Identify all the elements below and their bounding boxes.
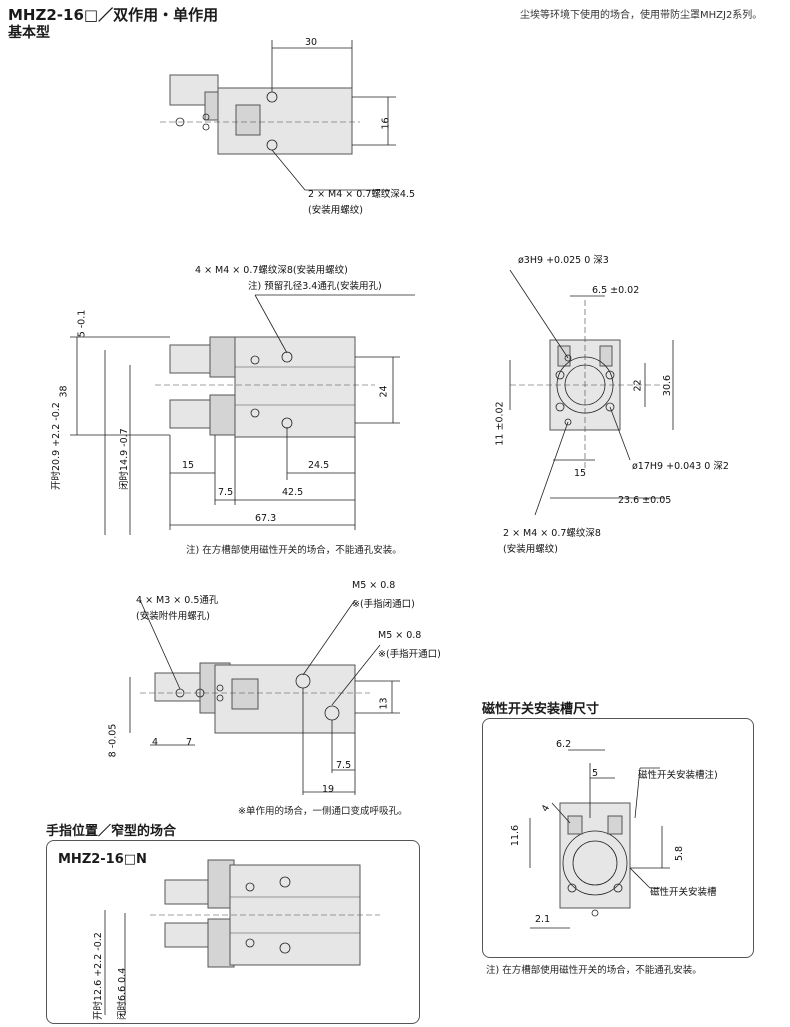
top-view-drawing bbox=[160, 40, 396, 191]
callout-side-2: (安装用螺纹) bbox=[503, 544, 558, 555]
callout-thread: 2 × M4 × 0.7螺纹深4.5 bbox=[308, 189, 416, 200]
dim-2-1: 2.1 bbox=[535, 914, 551, 925]
callout-pin-hole: ø3H9 +0.025 0 深3 bbox=[518, 255, 609, 266]
dim-13: 13 bbox=[378, 697, 390, 710]
finger-view-drawing bbox=[104, 859, 380, 1015]
switch-slot-label-2: 磁性开关安装槽 bbox=[650, 887, 717, 898]
callout-front-1: 4 × M4 × 0.7螺纹深8(安装用螺纹) bbox=[195, 265, 348, 276]
ports-note: ※单作用的场合，一侧通口变成呼吸孔。 bbox=[238, 806, 408, 817]
dim-11-6: 11.6 bbox=[510, 824, 522, 847]
callout-side-1: 2 × M4 × 0.7螺纹深8 bbox=[503, 528, 601, 539]
dim-15-side: 15 bbox=[574, 468, 587, 479]
dim-8: 8 -0.05 bbox=[107, 723, 119, 758]
dim-5: 5 -0.1 bbox=[76, 309, 88, 338]
finger-section-frame bbox=[46, 840, 420, 1024]
callout-bore: ø17H9 +0.043 0 深2 bbox=[632, 461, 729, 472]
dim-7-5-ports: 7.5 bbox=[336, 760, 352, 771]
callout-accessory-1: 4 × M3 × 0.5通孔 bbox=[136, 595, 219, 606]
narrow-open-label: 开时12.6 +2.2 -0.2 bbox=[93, 932, 104, 1020]
switch-note: 注) 在方槽部使用磁性开关的场合，不能通孔安装。 bbox=[486, 965, 702, 976]
dim-width: 30 bbox=[305, 37, 318, 48]
callout-front-2: 注) 预留孔径3.4通孔(安装用孔) bbox=[248, 281, 382, 292]
dim-4: 4 bbox=[152, 737, 159, 748]
dim-11: 11 ±0.02 bbox=[494, 401, 506, 446]
top-note: 尘埃等环境下使用的场合，使用带防尘罩MHZJ2系列。 bbox=[520, 10, 763, 21]
dim-6-2: 6.2 bbox=[556, 739, 572, 750]
front-view-drawing bbox=[70, 294, 415, 535]
dim-24-5: 24.5 bbox=[308, 460, 330, 471]
dim-5-8: 5.8 bbox=[674, 845, 686, 862]
switch-section-heading: 磁性开关安装槽尺寸 bbox=[482, 702, 600, 717]
dim-67-3: 67.3 bbox=[255, 513, 277, 524]
narrow-close-label: 闭时6.6 0.4 bbox=[117, 967, 128, 1020]
dim-23-6: 23.6 ±0.05 bbox=[618, 495, 672, 506]
dim-22: 22 bbox=[632, 379, 644, 392]
dim-height: 16 bbox=[380, 117, 392, 130]
front-note: 注) 在方槽部使用磁性开关的场合，不能通孔安装。 bbox=[186, 545, 402, 556]
dim-7-5: 7.5 bbox=[218, 487, 234, 498]
dim-15: 15 bbox=[182, 460, 195, 471]
port-close-thread: M5 × 0.8 bbox=[352, 580, 396, 591]
port-open-thread: M5 × 0.8 bbox=[378, 630, 422, 641]
dim-5-slot: 5 bbox=[592, 768, 599, 779]
callout-accessory-2: (安装附件用螺孔) bbox=[136, 611, 210, 622]
dim-38: 38 bbox=[58, 385, 70, 398]
dim-24: 24 bbox=[378, 385, 390, 398]
side-view-drawing bbox=[509, 270, 674, 516]
switch-slot-drawing bbox=[529, 749, 670, 929]
callout-thread-note: (安装用螺纹) bbox=[308, 205, 363, 216]
open-label: 开时20.9 +2.2 -0.2 bbox=[51, 402, 62, 490]
ports-view-drawing bbox=[129, 599, 400, 795]
dim-7: 7 bbox=[186, 737, 193, 748]
switch-slot-label-1: 磁性开关安装槽注) bbox=[638, 770, 718, 781]
dim-42-5: 42.5 bbox=[282, 487, 304, 498]
close-label: 闭时14.9 -0.7 bbox=[119, 428, 130, 490]
page-title: MHZ2-16□／双作用・单作用 bbox=[8, 6, 219, 24]
dim-30-6: 30.6 bbox=[662, 374, 674, 397]
switch-section-frame bbox=[482, 718, 754, 958]
port-open-note: ※(手指开通口) bbox=[378, 649, 441, 660]
port-close-note: ※(手指闭通口) bbox=[352, 599, 415, 610]
page-subtitle: 基本型 bbox=[8, 25, 50, 41]
finger-section-heading: 手指位置／窄型的场合 bbox=[46, 824, 177, 839]
finger-model-label: MHZ2-16□N bbox=[58, 852, 147, 867]
dim-6-5: 6.5 ±0.02 bbox=[592, 285, 640, 296]
dim-19: 19 bbox=[322, 784, 335, 795]
